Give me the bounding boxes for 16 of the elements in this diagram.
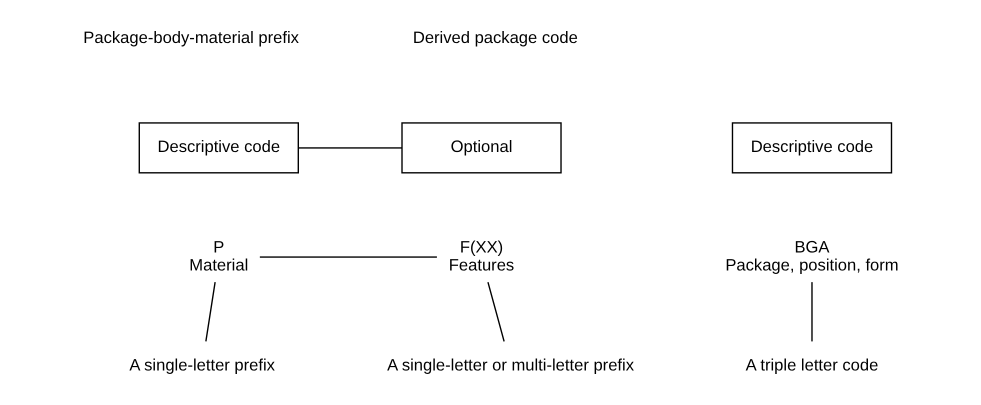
node-box: Optional [401,122,562,174]
node-text: A single-letter or multi-letter prefix [387,356,634,375]
node-text: P Material [189,237,248,274]
label: Derived package code [412,28,578,47]
node-box: Descriptive code [732,122,892,174]
node-text: F(XX) Features [448,237,514,274]
node-text: A triple letter code [746,356,878,375]
label: Package-body-material prefix [83,28,299,47]
connector [811,282,813,342]
connector [487,282,505,342]
node-text: A single-letter prefix [129,356,275,375]
connector [298,147,402,149]
connector [260,256,437,258]
node-text: BGA Package, position, form [725,237,899,274]
connector [205,282,216,342]
node-box: Descriptive code [138,122,299,174]
